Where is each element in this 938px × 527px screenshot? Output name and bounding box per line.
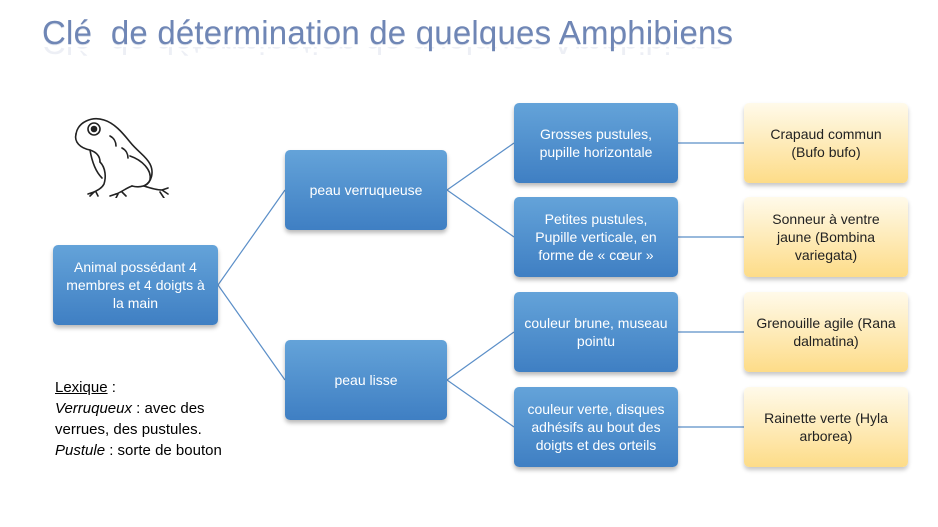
species-crapaud: Crapaud commun (Bufo bufo) [744, 103, 908, 183]
species-rainette: Rainette verte (Hyla arborea) [744, 387, 908, 467]
node-peau-verruqueuse: peau verruqueuse [285, 150, 447, 230]
lexique-entry-2: Pustule : sorte de bouton [55, 440, 230, 461]
node-peau-lisse: peau lisse [285, 340, 447, 420]
link-root-lisse [217, 284, 286, 381]
link-lisse-verte [446, 379, 515, 428]
link-lisse-brune [446, 331, 515, 381]
lexique: Lexique : Verruqueux : avec des verrues,… [55, 377, 230, 461]
node-couleur-verte: couleur verte, disques adhésifs au bout … [514, 387, 678, 467]
frog-icon [74, 118, 169, 198]
link-verruqueuse-grosses [446, 142, 515, 191]
lexique-term-2: Pustule [55, 442, 106, 459]
lexique-heading-suffix: : [107, 379, 116, 396]
lexique-term-1: Verruqueux [55, 400, 132, 417]
node-petites-pustules: Petites pustules, Pupille verticale, en … [514, 197, 678, 277]
lexique-heading-line: Lexique : [55, 377, 230, 398]
link-verruqueuse-petites [446, 189, 515, 238]
page-title: Clé de détermination de quelques Amphibi… [42, 14, 734, 51]
node-root: Animal possédant 4 membres et 4 doigts à… [53, 245, 218, 325]
node-couleur-brune: couleur brune, museau pointu [514, 292, 678, 372]
lexique-entry-1: Verruqueux : avec des verrues, des pustu… [55, 398, 230, 440]
node-grosses-pustules: Grosses pustules, pupille horizontale [514, 103, 678, 183]
lexique-def-1: : avec des verrues, des pustules. [55, 400, 205, 438]
lexique-def-2: : sorte de bouton [105, 442, 222, 459]
lexique-heading: Lexique [55, 379, 108, 396]
link-root-verruqueuse [217, 189, 286, 286]
species-sonneur: Sonneur à ventre jaune (Bombina variegat… [744, 197, 908, 277]
species-grenouille: Grenouille agile (Rana dalmatina) [744, 292, 908, 372]
